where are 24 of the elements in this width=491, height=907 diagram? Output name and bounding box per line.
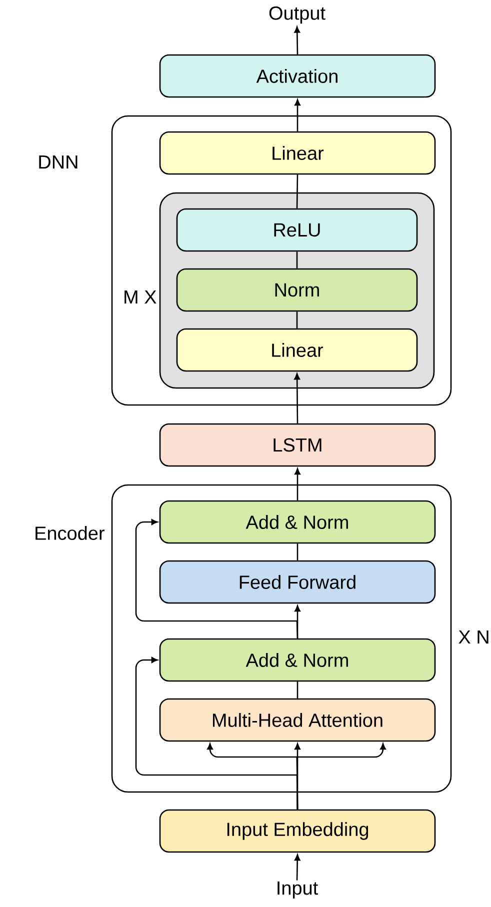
node-label: Encoder [36,526,104,540]
lstm-box: LSTM [159,423,436,467]
input-label: Input [278,882,318,898]
attention-box: Multi-Head Attention [159,698,436,742]
add-norm-box: Add & Norm [159,638,436,682]
relu-box: ReLU [176,208,418,252]
linear-box: Linear [176,328,418,372]
arrow [294,26,300,54]
arrow [135,519,298,638]
arrow [135,657,298,810]
linear-box: Linear [159,131,436,175]
node-label: DNN [39,155,78,169]
output-label: Output [269,6,326,24]
node-label: M X [124,290,156,304]
add-norm-box: Add & Norm [159,500,436,544]
arrow [294,373,300,424]
arrow [294,468,300,500]
norm-box: Norm [176,268,418,312]
activation-box: Activation [159,54,436,98]
feed-forward-box: Feed Forward [159,560,436,604]
arrow [294,99,300,132]
embedding-box: Input Embedding [159,809,436,853]
repeat-label: X N [458,630,488,644]
arrow [294,854,300,880]
